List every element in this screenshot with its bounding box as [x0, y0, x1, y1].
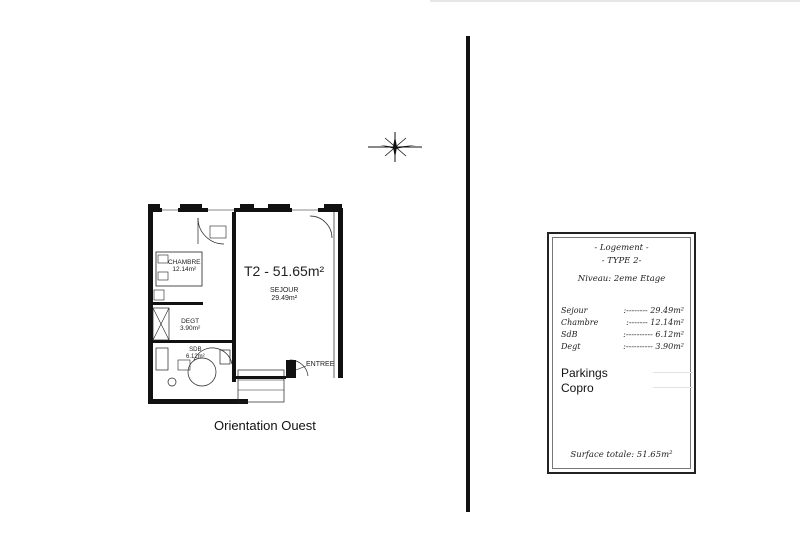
svg-text:·: · [421, 146, 423, 152]
card-row-label: Sejour [561, 306, 588, 315]
unit-info-card: - Logement - - TYPE 2- Niveau: 2eme Etag… [547, 232, 696, 474]
room-name-sdb: SDB [189, 347, 202, 353]
card-row-label: Degt [561, 342, 581, 351]
room-name-chambre: CHAMBRE [168, 259, 201, 266]
card-row-value: :------- 12.14m² [626, 318, 684, 327]
vertical-divider [466, 36, 470, 512]
card-copro-blank [653, 387, 693, 388]
card-row-value: :-------- 29.49m² [623, 306, 684, 315]
room-area-degt: 3.90m² [180, 325, 201, 332]
card-surface-totale: Surface totale: 51.65m² [570, 450, 673, 460]
card-row-sejour: Sejour :-------- 29.49m² [561, 306, 684, 315]
room-label-chambre: CHAMBRE 12.14m² [168, 259, 201, 273]
card-row-sdb: SdB :---------- 6.12m² [561, 330, 684, 339]
room-area-sejour: 29.49m² [271, 295, 298, 302]
card-parkings-blank [653, 372, 693, 373]
card-copro: Copro [561, 381, 594, 395]
unit-info-card-inner: - Logement - - TYPE 2- Niveau: 2eme Etag… [552, 237, 693, 469]
card-row-chambre: Chambre :------- 12.14m² [561, 318, 684, 327]
room-name-entree: ENTREE [306, 361, 335, 368]
orientation-caption: Orientation Ouest [214, 418, 316, 433]
card-niveau: Niveau: 2eme Etage [577, 274, 666, 284]
top-edge-rule [430, 0, 800, 2]
card-row-degt: Degt :---------- 3.90m² [561, 342, 684, 351]
room-name-degt: DEGT [181, 318, 200, 325]
card-row-value: :---------- 6.12m² [623, 330, 684, 339]
card-parkings: Parkings [561, 366, 608, 380]
compass-star-icon: · [368, 132, 423, 162]
room-name-sejour: SEJOUR [270, 287, 299, 294]
plan-title: T2 - 51.65m² [244, 263, 325, 279]
card-row-label: SdB [561, 330, 578, 339]
card-heading: - Logement - [594, 243, 649, 253]
room-label-sejour: SEJOUR 29.49m² [270, 287, 298, 303]
room-area-sdb: 6.12m² [186, 354, 205, 360]
floor-plan-drawing [148, 204, 343, 404]
card-row-value: :---------- 3.90m² [623, 342, 684, 351]
card-type: - TYPE 2- [601, 256, 642, 266]
card-row-label: Chambre [561, 318, 599, 327]
room-label-degt: DEGT 3.90m² [180, 318, 200, 332]
room-label-sdb: SDB 6.12m² [186, 347, 205, 361]
room-area-chambre: 12.14m² [172, 266, 197, 273]
